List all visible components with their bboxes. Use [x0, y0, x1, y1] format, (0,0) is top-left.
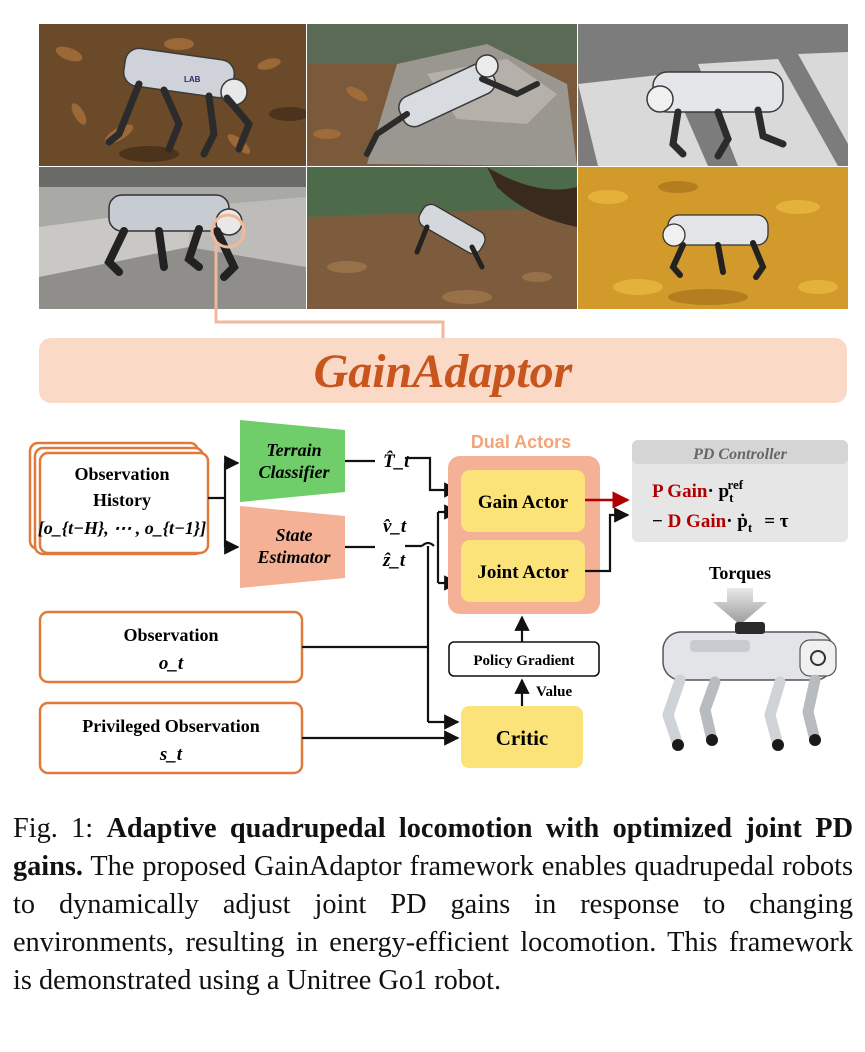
observation-symbol: o_t	[159, 653, 184, 674]
d-gain-rest: · ṗ	[726, 511, 748, 532]
framework-title: GainAdaptor	[314, 345, 574, 398]
observation-history-box	[38, 451, 210, 555]
p-gain-sub: t	[729, 490, 734, 505]
photo-yellow-leaves	[578, 167, 848, 309]
state-estimator-block	[240, 506, 345, 588]
gain-actor-block	[461, 470, 585, 532]
gain-actor-label: Gain Actor	[478, 492, 569, 513]
photo-crosswalk	[578, 24, 848, 166]
critic-label: Critic	[496, 726, 548, 750]
caption-bold: Adaptive quadrupedal locomotion with opt…	[13, 813, 853, 882]
dual-actors-title: Dual Actors	[471, 432, 571, 452]
photo-stairs	[39, 167, 306, 309]
state-estimator-line2: Estimator	[256, 547, 331, 567]
pd-line2: − D Gain· ṗt = τ	[652, 511, 789, 535]
pd-controller-box	[632, 440, 848, 542]
policy-gradient-box	[448, 641, 600, 677]
privileged-observation-label: Privileged Observation	[82, 716, 259, 736]
terrain-classifier-line1: Terrain	[266, 440, 321, 460]
p-gain-sup: ref	[727, 477, 743, 492]
pd-controller-title: PD Controller	[692, 446, 788, 463]
framework-diagram: GainAdaptor Observation History [o_{t−H}…	[28, 245, 848, 775]
robot-illustration	[105, 47, 254, 158]
observation-history-formula: [o_{t−H}, ⋯ , o_{t−1}]	[38, 518, 206, 538]
caption-fig-label: Fig. 1:	[13, 813, 107, 844]
d-gain-sub: t	[748, 520, 753, 535]
d-gain-eq: = τ	[764, 511, 789, 532]
terrain-classifier-line2: Classifier	[258, 462, 330, 482]
figure-caption: Fig. 1: Adaptive quadrupedal locomotion …	[13, 810, 853, 1000]
d-gain-text: D Gain	[668, 511, 727, 532]
p-gain-rest: · p	[707, 481, 729, 502]
go1-robot-illustration	[662, 622, 837, 751]
gainadaptor-banner	[39, 338, 847, 403]
observation-label: Observation	[123, 625, 218, 645]
d-gain-pre: −	[652, 511, 668, 532]
velocity-output: v̂_t	[383, 516, 407, 537]
torques-label: Torques	[709, 563, 771, 583]
policy-gradient-label: Policy Gradient	[473, 653, 574, 669]
state-estimator-line1: State	[275, 525, 312, 545]
terrain-output: T̂_t	[383, 451, 410, 472]
privileged-observation-symbol: s_t	[159, 744, 183, 765]
photo-leaves-dirt: LAB	[39, 24, 306, 166]
p-gain-text: P Gain	[652, 481, 708, 502]
critic-block	[461, 706, 583, 768]
caption-body: The proposed GainAdaptor framework enabl…	[13, 851, 853, 996]
photo-rock	[307, 24, 577, 166]
torques-arrow	[713, 588, 767, 625]
value-label: Value	[536, 684, 572, 700]
observation-history-line2: History	[93, 490, 151, 510]
highlight-circle	[210, 213, 246, 249]
observation-history-line1: Observation	[74, 464, 169, 484]
robot-label: LAB	[184, 75, 201, 84]
pd-line1: P Gain· ptref	[652, 477, 744, 505]
joint-actor-label: Joint Actor	[477, 562, 569, 583]
photo-slope	[307, 167, 577, 309]
joint-actor-block	[461, 540, 585, 602]
photo-connector-line	[214, 245, 445, 340]
terrain-classifier-block	[240, 420, 345, 502]
latent-output: ẑ_t	[382, 550, 406, 571]
